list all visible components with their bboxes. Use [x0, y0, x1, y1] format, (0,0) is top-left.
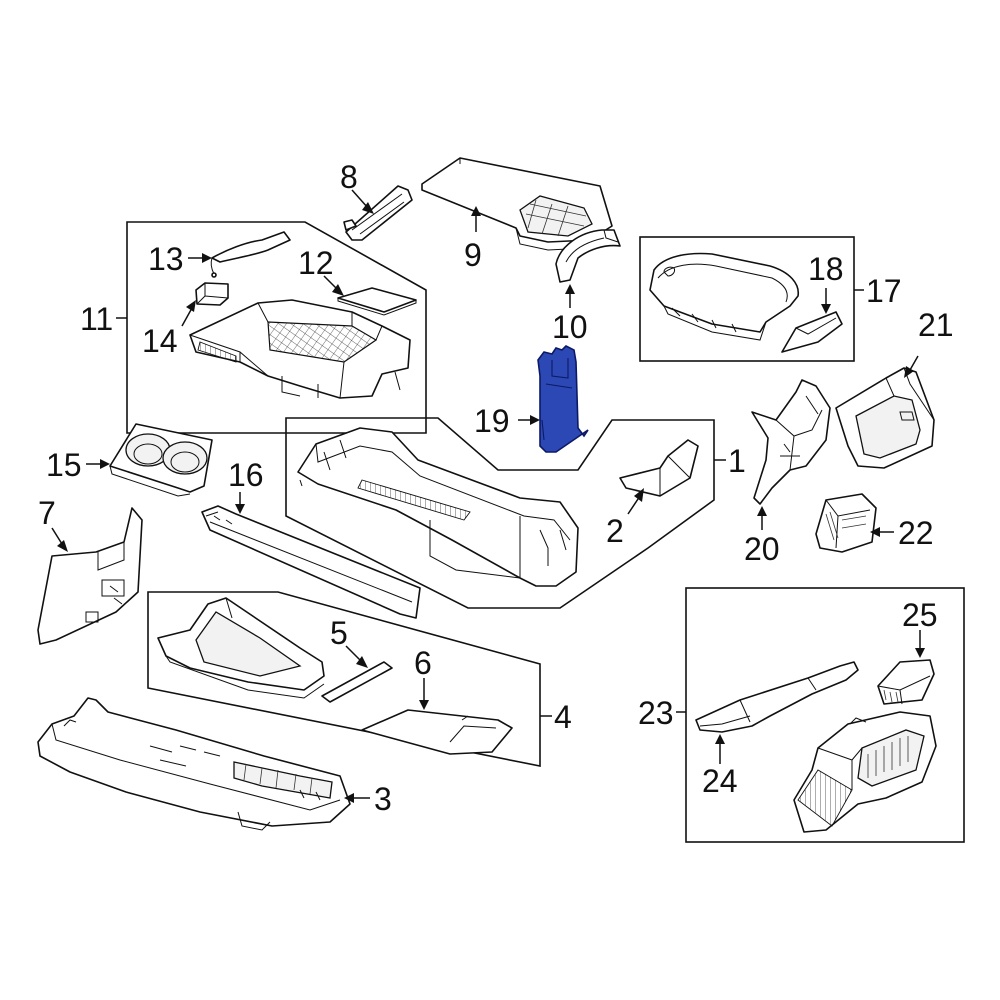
part-11-storage-bin[interactable] — [189, 299, 411, 399]
callout-8: 8 — [340, 159, 358, 195]
part-4-tray[interactable] — [157, 597, 325, 699]
part-15-cup-holder[interactable] — [109, 423, 213, 497]
part-18-plate[interactable] — [781, 311, 843, 353]
callout-24: 24 — [702, 763, 738, 799]
leader-lines — [51, 189, 925, 803]
group-box-4 — [147, 591, 541, 767]
part-17-armrest[interactable] — [649, 252, 799, 341]
part-25-small-module[interactable] — [877, 659, 935, 705]
callout-21: 21 — [918, 307, 954, 343]
callout-3: 3 — [374, 781, 392, 817]
part-7-side-panel[interactable] — [37, 507, 143, 645]
group-box-11 — [126, 221, 427, 434]
part-23-hvac-module[interactable] — [793, 711, 937, 833]
part-10-bezel[interactable] — [555, 229, 621, 283]
part-3-lower-panel[interactable] — [37, 697, 351, 831]
callout-2: 2 — [606, 513, 624, 549]
callout-18: 18 — [808, 251, 844, 287]
part-5-strip[interactable] — [321, 661, 393, 703]
callout-22: 22 — [898, 515, 934, 551]
callout-9: 9 — [464, 237, 482, 273]
part-24-duct[interactable] — [695, 661, 859, 733]
group-box-17 — [639, 236, 855, 362]
part-9-lid[interactable] — [421, 157, 613, 251]
callout-10: 10 — [552, 309, 588, 345]
callout-25: 25 — [902, 597, 938, 633]
part-20-trim-frame[interactable] — [751, 379, 831, 505]
callout-17: 17 — [866, 273, 902, 309]
group-box-23 — [685, 587, 965, 843]
callout-12: 12 — [298, 245, 334, 281]
part-1-console-body[interactable] — [297, 427, 579, 587]
callout-14: 14 — [142, 323, 178, 359]
part-12-mat[interactable] — [337, 287, 417, 316]
callout-5: 5 — [330, 615, 348, 651]
part-14-switch[interactable] — [195, 282, 229, 306]
callout-6: 6 — [414, 645, 432, 681]
callout-4: 4 — [554, 699, 572, 735]
part-6-mat[interactable] — [361, 709, 513, 755]
callout-16: 16 — [228, 457, 264, 493]
part-2-bracket[interactable] — [619, 439, 699, 497]
callout-20: 20 — [744, 531, 780, 567]
part-8-trim-strip[interactable] — [343, 185, 413, 241]
callout-15: 15 — [46, 447, 82, 483]
callout-19: 19 — [474, 403, 510, 439]
callout-11: 11 — [80, 301, 113, 337]
callout-labels: 1 2 3 4 5 6 7 8 9 10 11 12 13 14 15 16 1… — [38, 159, 954, 817]
part-13-harness[interactable] — [210, 231, 291, 278]
part-21-bezel-frame[interactable] — [835, 367, 935, 469]
part-22-vent[interactable] — [815, 493, 877, 553]
part-16-long-trim[interactable] — [201, 505, 421, 619]
callout-13: 13 — [148, 241, 184, 277]
part-19-highlighted-trim[interactable] — [537, 345, 589, 453]
callout-7: 7 — [38, 495, 56, 531]
callout-23: 23 — [638, 695, 674, 731]
callout-1: 1 — [728, 443, 746, 479]
